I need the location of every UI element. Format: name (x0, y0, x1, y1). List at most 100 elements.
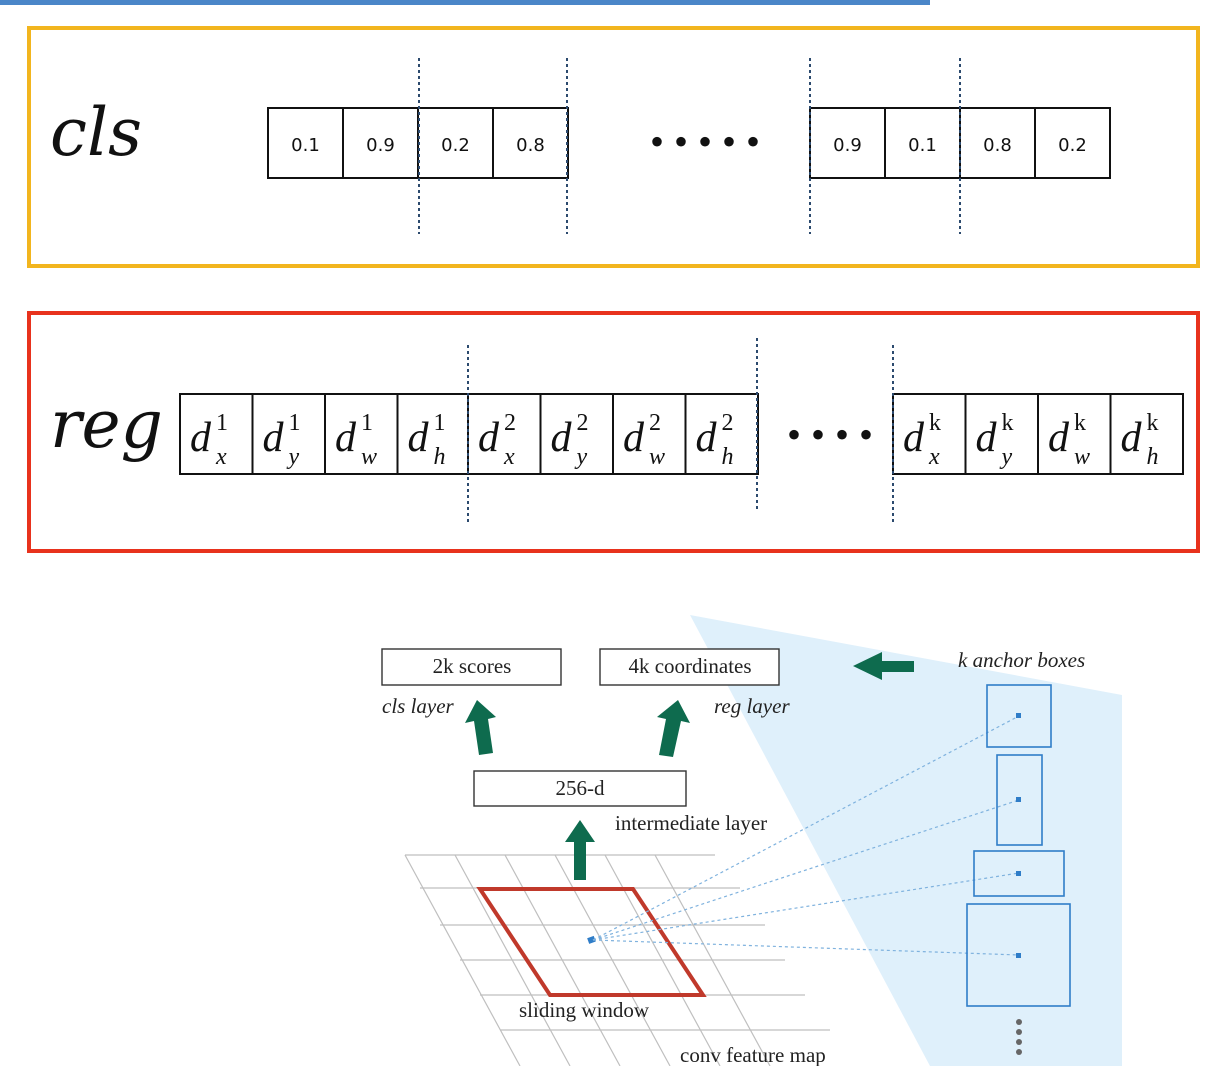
anchor-box-1 (986, 684, 1052, 748)
arrow-left-icon (853, 652, 914, 680)
reg-cell-superscript: k (1002, 410, 1014, 436)
coordinates-box (599, 648, 780, 686)
anchor-box-4 (966, 903, 1071, 1007)
reg-cell-symbol: d (903, 415, 925, 461)
cls-right-cells: 0.9 0.1 0.8 0.2 (809, 107, 1111, 179)
reg-label: reg (50, 386, 163, 463)
arrow-up-icon (565, 820, 595, 880)
reg-cell-subscript: y (287, 444, 300, 470)
reg-cell-superscript: 1 (361, 410, 373, 436)
reg-cell (396, 393, 471, 475)
reg-cell-symbol: d (976, 415, 998, 461)
cls-left-cell (267, 107, 344, 179)
reg-cell-superscript: k (1147, 410, 1159, 436)
cls-ellipsis: • • • • • (650, 119, 760, 164)
cls-right-cell (809, 107, 886, 179)
reg-cell-superscript: 1 (289, 410, 301, 436)
cls-left-cell (342, 107, 419, 179)
reg-cell-symbol: d (1048, 415, 1070, 461)
reg-cell (324, 393, 399, 475)
reg-cell-subscript: w (361, 444, 377, 470)
feature-map-label: conv feature map (680, 1043, 826, 1066)
reg-cell-superscript: 2 (577, 410, 589, 436)
reg-cell-symbol: d (263, 415, 285, 461)
reg-cell (251, 393, 326, 475)
reg-cell-symbol: d (408, 415, 430, 461)
reg-cell-symbol: d (190, 415, 212, 461)
arrow-up-left-icon (465, 700, 496, 755)
anchor-box-3 (973, 850, 1065, 897)
reg-cell-superscript: 1 (216, 410, 228, 436)
reg-cell (892, 393, 967, 475)
reg-cell-symbol: d (478, 415, 500, 461)
cls-right-cell-value: 0.9 (833, 135, 862, 156)
vertical-ellipsis (1016, 1019, 1022, 1055)
reg-cell-symbol: d (551, 415, 573, 461)
scores-box (381, 648, 562, 686)
cls-right-cell (959, 107, 1036, 179)
projection-lines (592, 715, 1020, 956)
cls-left-cell-value: 0.9 (366, 135, 395, 156)
reg-cell (612, 393, 687, 475)
cls-left-cell-value: 0.2 (441, 135, 470, 156)
cls-left-cell-value: 0.1 (291, 135, 320, 156)
reg-cell-superscript: k (929, 410, 941, 436)
reg-cell-subscript: y (575, 444, 588, 470)
cls-right-cell-value: 0.1 (908, 135, 937, 156)
reg-cell-symbol: d (696, 415, 718, 461)
cls-right-cell-value: 0.8 (983, 135, 1012, 156)
scores-box-label: 2k scores (433, 654, 512, 678)
reg-cell-subscript: h (722, 444, 734, 470)
intermediate-box-label: 256-d (556, 776, 605, 800)
reg-cell-symbol: d (1121, 415, 1143, 461)
reg-cell (179, 393, 254, 475)
reg-panel (27, 311, 1200, 553)
reg-cell (1037, 393, 1112, 475)
cls-right-cell (1034, 107, 1111, 179)
sliding-window-label: sliding window (519, 998, 650, 1022)
reg-cell-superscript: 2 (722, 410, 734, 436)
reg-ellipsis: • • • • (787, 412, 873, 457)
cls-right-cell (884, 107, 961, 179)
anchor-centers (1016, 713, 1021, 958)
window-center-point (587, 935, 596, 944)
sliding-window (476, 887, 707, 997)
reg-cell-subscript: h (434, 444, 446, 470)
rpn-diagram: 2k scores 4k coordinates 256-d cls layer… (381, 615, 1122, 1066)
reg-cell-superscript: 1 (434, 410, 446, 436)
reg-cell-superscript: 2 (649, 410, 661, 436)
reg-cell-subscript: w (1074, 444, 1090, 470)
intermediate-layer-label: intermediate layer (615, 811, 767, 835)
feature-map-grid (404, 854, 830, 1066)
coordinates-box-label: 4k coordinates (628, 654, 751, 678)
reg-cell (684, 393, 759, 475)
cls-vector-svg: 0.1 0.9 0.2 0.8 0.9 0.1 0.8 0.2 • • • • • (267, 58, 1111, 234)
anchor-boxes (966, 684, 1071, 1007)
arrow-up-right-icon (657, 700, 690, 757)
reg-cell-subscript: y (1000, 444, 1013, 470)
anchor-box-2 (996, 754, 1043, 846)
reg-cell-subscript: x (928, 444, 940, 470)
cls-right-cell-value: 0.2 (1058, 135, 1087, 156)
reg-cell-symbol: d (623, 415, 645, 461)
reg-cell-superscript: k (1074, 410, 1086, 436)
intermediate-box (473, 770, 687, 807)
reg-cell-subscript: x (503, 444, 515, 470)
arrows (465, 652, 914, 880)
reg-cell-subscript: x (215, 444, 227, 470)
reg-cell-subscript: h (1147, 444, 1159, 470)
reg-layer-label: reg layer (714, 694, 790, 718)
cls-label: cls (50, 94, 142, 171)
top-accent-bar (0, 0, 930, 5)
cls-panel (27, 26, 1200, 268)
cls-left-cells: 0.1 0.9 0.2 0.8 (267, 107, 569, 179)
cls-layer-label: cls layer (382, 694, 455, 718)
reg-cell-subscript: w (649, 444, 665, 470)
projection-cone (690, 615, 1122, 1066)
cls-left-cell-value: 0.8 (516, 135, 545, 156)
reg-cell-symbol: d (335, 415, 357, 461)
reg-cell-superscript: 2 (504, 410, 516, 436)
